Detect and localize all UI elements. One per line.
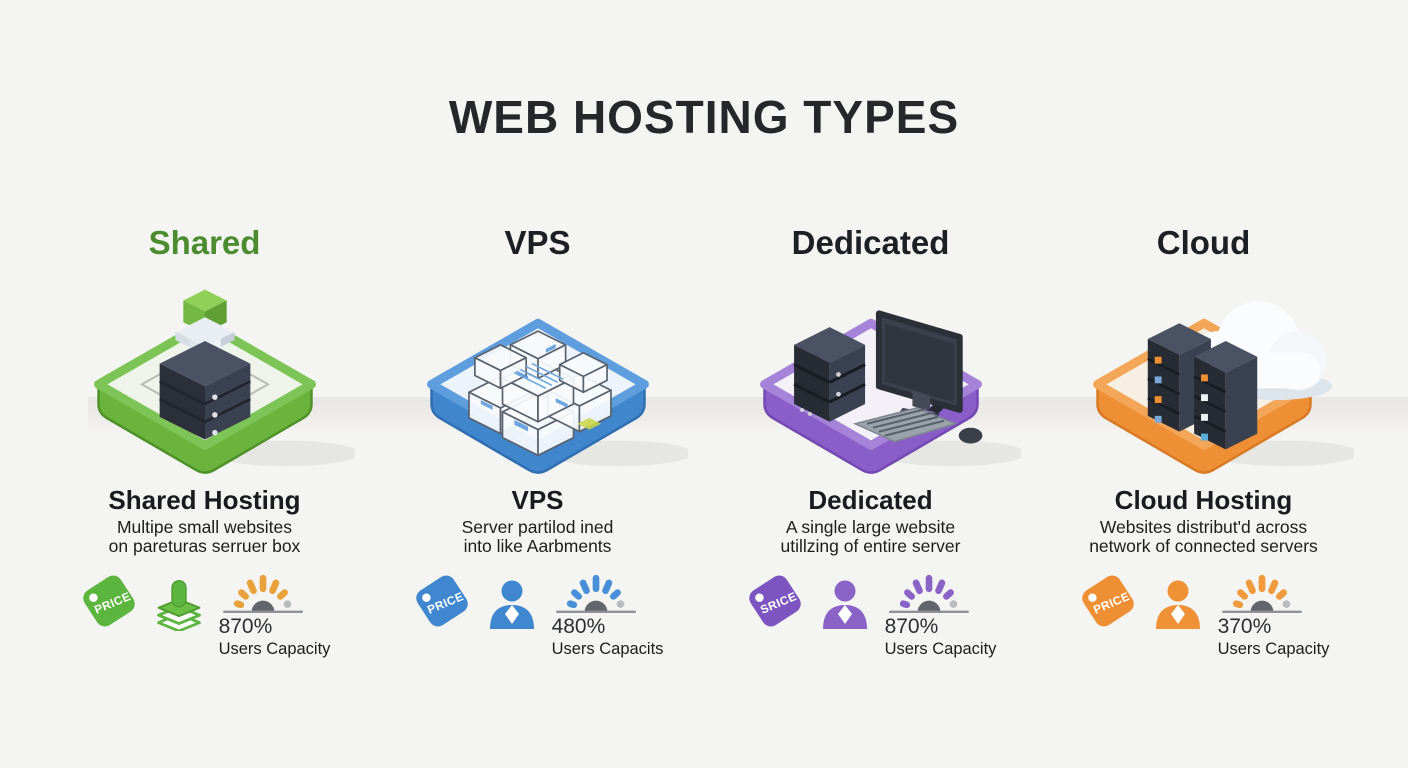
workstation-on-purple-platform-icon xyxy=(759,310,1021,474)
desc-line-2: network of connected servers xyxy=(1089,536,1318,557)
column-cloud: Cloud xyxy=(1037,224,1370,659)
capacity-percent: 870% xyxy=(884,614,939,638)
stats-row-vps: PRICE xyxy=(371,573,704,659)
capacity-block-vps: 480% Users Capacits xyxy=(551,573,664,659)
card-title-dedicated: Dedicated xyxy=(808,484,933,515)
desc-line-1: A single large website xyxy=(785,516,956,537)
desc-line-2: on pareturas serruer box xyxy=(108,536,301,557)
desc-line-2: utillzing of entire server xyxy=(780,536,961,557)
partitioned-cubes-on-blue-platform-icon xyxy=(426,318,688,474)
capacity-percent: 870% xyxy=(218,614,273,638)
column-shared: Shared xyxy=(38,224,371,659)
column-header-dedicated: Dedicated xyxy=(791,224,950,261)
cloud-hosting-illustration xyxy=(1054,266,1354,478)
hosting-columns: Shared xyxy=(38,224,1370,659)
column-vps: VPS xyxy=(371,224,704,659)
capacity-gauge-icon xyxy=(555,574,636,613)
server-stack-on-green-platform-icon xyxy=(93,289,355,474)
capacity-label: Users Capacity xyxy=(218,639,331,658)
desc-line-2: into like Aarbments xyxy=(463,536,612,557)
column-header-vps: VPS xyxy=(504,224,571,261)
column-header-cloud: Cloud xyxy=(1156,224,1251,261)
capacity-gauge-icon xyxy=(222,574,303,613)
user-icon xyxy=(822,580,867,629)
page-title: WEB HOSTING TYPES xyxy=(448,91,960,143)
desc-line-1: Websites distribut'd across xyxy=(1099,516,1308,537)
price-tag-icon: PRICE xyxy=(415,575,468,627)
capacity-gauge-icon xyxy=(1221,574,1302,613)
capacity-block-dedicated: 870% Users Capacity xyxy=(884,573,997,659)
capacity-percent: 480% xyxy=(551,614,606,638)
card-title-cloud: Cloud Hosting xyxy=(1114,484,1293,515)
dedicated-hosting-illustration xyxy=(721,266,1021,478)
server-layers-icon xyxy=(156,579,201,631)
price-tag-icon: PRICE xyxy=(82,575,135,627)
card-title-vps: VPS xyxy=(511,484,564,515)
capacity-percent: 370% xyxy=(1217,614,1272,638)
user-icon xyxy=(489,580,534,629)
capacity-label: Users Capacity xyxy=(1217,639,1330,658)
shared-hosting-illustration xyxy=(55,266,355,478)
price-tag-icon: SRICE xyxy=(748,575,801,627)
capacity-block-cloud: 370% Users Capacity xyxy=(1217,573,1330,659)
servers-and-cloud-on-orange-platform-icon xyxy=(1092,301,1354,474)
capacity-label: Users Capacits xyxy=(551,639,664,658)
column-header-shared: Shared xyxy=(148,224,261,261)
capacity-block-shared: 870% Users Capacity xyxy=(218,573,331,659)
column-dedicated: Dedicated xyxy=(704,224,1037,659)
stats-row-dedicated: SRICE xyxy=(704,573,1037,659)
capacity-gauge-icon xyxy=(888,574,969,613)
capacity-label: Users Capacity xyxy=(884,639,997,658)
stats-row-shared: PRICE xyxy=(38,573,371,659)
vps-hosting-illustration xyxy=(388,266,688,478)
card-title-shared: Shared Hosting xyxy=(108,484,301,515)
stats-row-cloud: PRICE xyxy=(1037,573,1370,659)
desc-line-1: Multipe small websites xyxy=(116,516,293,537)
user-icon xyxy=(1155,580,1200,629)
desc-line-1: Server partilod ined xyxy=(461,516,614,537)
price-tag-icon: PRICE xyxy=(1081,575,1134,627)
